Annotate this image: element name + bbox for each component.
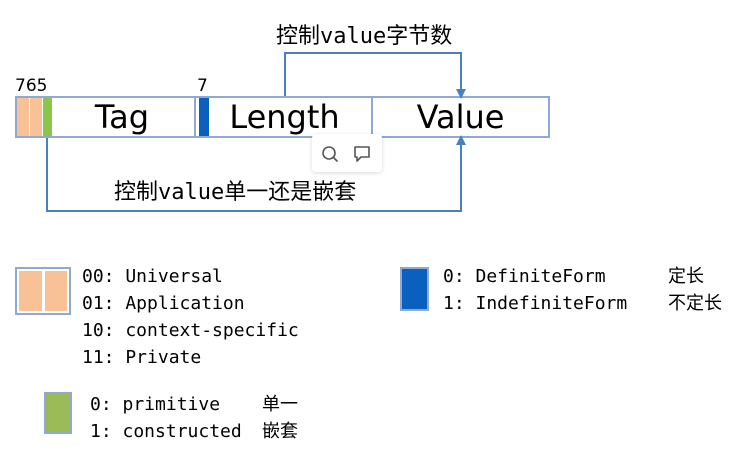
class-bit-7 (17, 98, 30, 136)
comment-icon[interactable] (352, 144, 372, 164)
tag-bit-numbers: 765 (15, 76, 48, 96)
legend-class-line-4: 11: Private (82, 347, 202, 368)
tag-label: Tag (94, 98, 150, 136)
legend-pc-swatch (44, 392, 72, 434)
class-bit-6 (30, 98, 43, 136)
legend-class-swatch-right (45, 271, 67, 311)
bottom-arrow (46, 135, 466, 212)
legend-form-line-2: 1: IndefiniteForm (443, 293, 628, 314)
legend-class-line-2: 01: Application (82, 293, 245, 314)
legend-pc-line-1: 0: primitive (90, 394, 221, 415)
length-box (194, 96, 373, 138)
length-label: Length (229, 98, 340, 136)
length-bit-number: 7 (197, 76, 208, 96)
legend-pc-meaning-2: 嵌套 (262, 421, 298, 442)
length-form-bit (199, 98, 209, 136)
legend-class-swatch (15, 267, 71, 315)
legend-form-meaning-1: 定长 (668, 266, 704, 287)
bottom-arrow-caption: 控制value单一还是嵌套 (110, 182, 361, 204)
legend-form-meaning-2: 不定长 (668, 293, 722, 314)
value-label: Value (416, 98, 505, 136)
legend-class-line-1: 00: Universal (82, 266, 223, 287)
legend-class-line-3: 10: context-specific (82, 320, 299, 341)
legend-form-line-1: 0: DefiniteForm (443, 266, 606, 287)
top-arrow-caption: 控制value字节数 (272, 26, 457, 48)
legend-pc-line-2: 1: constructed (90, 421, 242, 442)
floating-toolbar (312, 134, 382, 172)
top-arrow (284, 52, 466, 99)
search-icon[interactable] (320, 144, 340, 164)
pc-bit-5 (43, 98, 52, 136)
legend-pc-meaning-1: 单一 (262, 394, 298, 415)
tag-box (15, 96, 196, 138)
legend-form-swatch (400, 267, 429, 311)
legend-class-swatch-left (19, 271, 42, 311)
